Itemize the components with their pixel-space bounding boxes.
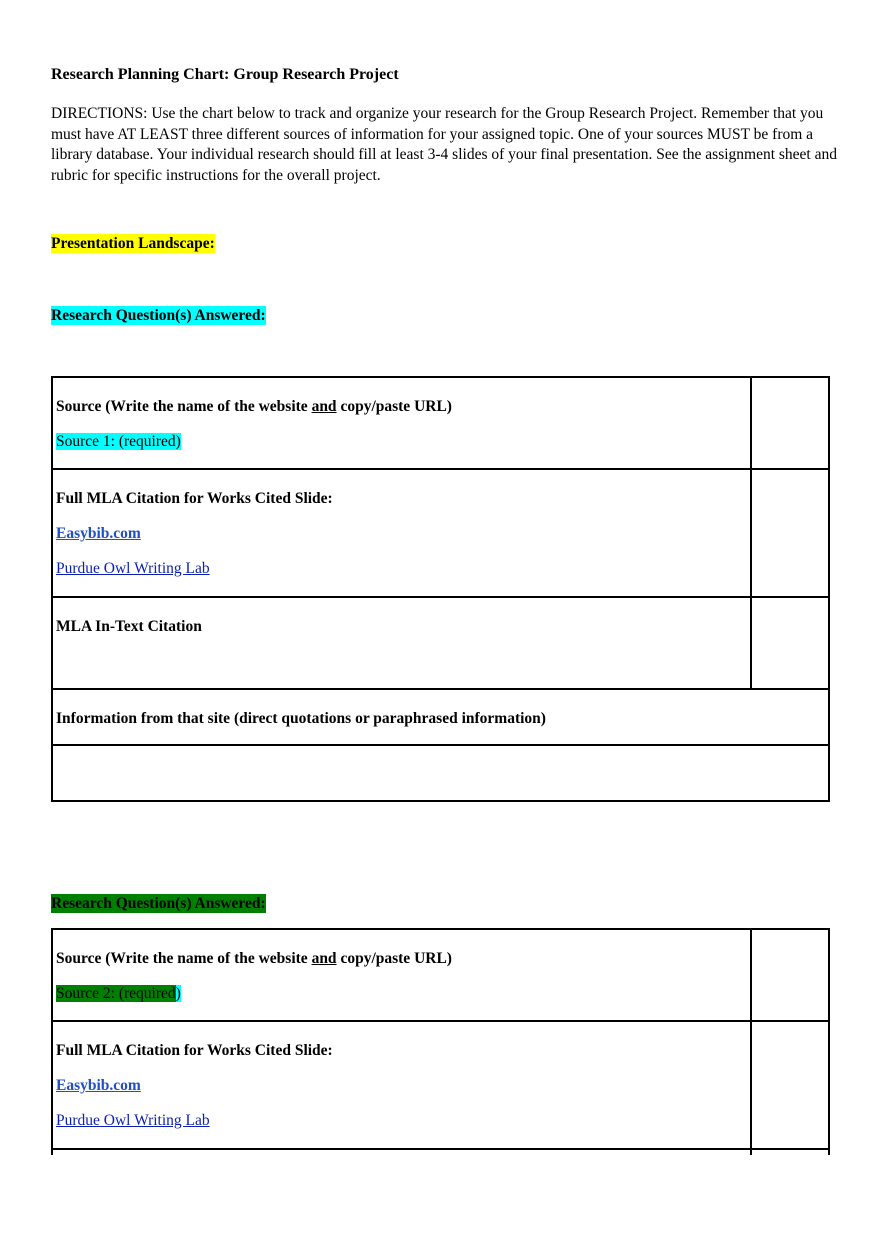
intext-side-cell[interactable] [750, 596, 830, 690]
citation-cell[interactable]: Full MLA Citation for Works Cited Slide:… [51, 1020, 752, 1150]
source-row: Source (Write the name of the website an… [51, 928, 830, 1022]
directions-text: DIRECTIONS: Use the chart below to track… [51, 105, 837, 184]
intext-cell[interactable]: MLA In-Text Citation [51, 596, 752, 690]
research-table-1: Source (Write the name of the website an… [51, 376, 830, 802]
citation-cell-title: Full MLA Citation for Works Cited Slide: [56, 490, 333, 507]
citation-cell-title: Full MLA Citation for Works Cited Slide: [56, 1042, 333, 1059]
citation-side-cell[interactable] [750, 1020, 830, 1150]
citation-row: Full MLA Citation for Works Cited Slide:… [51, 468, 830, 598]
source-side-cell[interactable] [750, 376, 830, 470]
info-title-cell: Information from that site (direct quota… [51, 688, 830, 746]
next-row-stub-cell [51, 1148, 752, 1155]
source-side-cell[interactable] [750, 928, 830, 1022]
easybib-link[interactable]: Easybib.com [56, 1077, 141, 1094]
purdue-owl-link[interactable]: Purdue Owl Writing Lab [56, 560, 210, 577]
easybib-link[interactable]: Easybib.com [56, 525, 141, 542]
research-question-label-2: Research Question(s) Answered: [51, 894, 266, 913]
source-cell[interactable]: Source (Write the name of the website an… [51, 928, 752, 1022]
citation-side-cell[interactable] [750, 468, 830, 598]
intext-cell-title: MLA In-Text Citation [56, 618, 202, 635]
presentation-landscape-label: Presentation Landscape: [51, 234, 215, 253]
source-2-label: Source 2: (required [56, 985, 176, 1002]
research-table-2: Source (Write the name of the website an… [51, 928, 830, 1155]
purdue-owl-link[interactable]: Purdue Owl Writing Lab [56, 1112, 210, 1129]
citation-row: Full MLA Citation for Works Cited Slide:… [51, 1020, 830, 1150]
citation-cell[interactable]: Full MLA Citation for Works Cited Slide:… [51, 468, 752, 598]
next-row-stub-side [750, 1148, 830, 1155]
info-title-row: Information from that site (direct quota… [51, 688, 830, 746]
info-entry-cell[interactable] [51, 744, 830, 802]
source-cell-title: Source (Write the name of the website an… [56, 950, 452, 967]
info-entry-row [51, 744, 830, 802]
info-cell-title: Information from that site (direct quota… [56, 710, 546, 727]
source-row: Source (Write the name of the website an… [51, 376, 830, 470]
next-row-stub [51, 1148, 830, 1155]
source-cell-title: Source (Write the name of the website an… [56, 398, 452, 415]
source-cell[interactable]: Source (Write the name of the website an… [51, 376, 752, 470]
source-1-label: Source 1: (required) [56, 433, 181, 450]
research-question-label-1: Research Question(s) Answered: [51, 306, 266, 325]
page-title: Research Planning Chart: Group Research … [51, 66, 399, 83]
intext-row: MLA In-Text Citation [51, 596, 830, 690]
